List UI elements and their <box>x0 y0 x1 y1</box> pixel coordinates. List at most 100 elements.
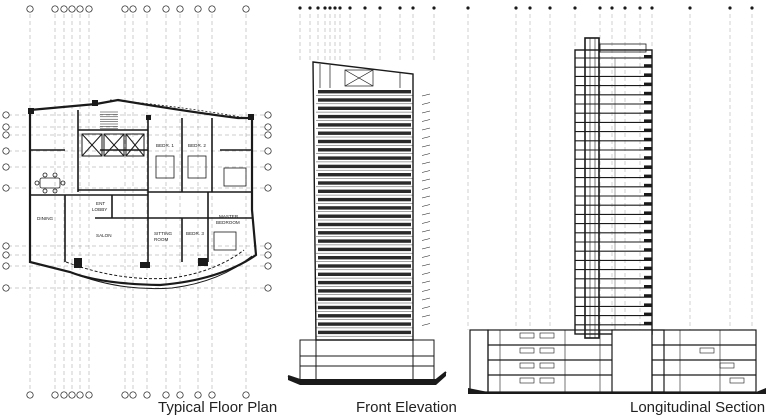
plan-grid-bubble-top <box>242 5 250 13</box>
plan-interior-walls <box>30 110 252 262</box>
elevation-floor-band <box>318 289 411 293</box>
plan-grid-bubble-top <box>162 5 170 13</box>
plan-stair-treads <box>100 111 118 130</box>
section-balcony-edge <box>644 101 652 104</box>
plan-grid-bubble-left <box>2 184 10 192</box>
section-parked-car <box>519 347 535 354</box>
room-label-lobby: LOBBY <box>92 207 107 212</box>
elevation-floor-band <box>318 314 411 318</box>
elevation-side-tick <box>421 280 431 284</box>
plan-grid-bubble-right <box>264 123 272 131</box>
section-balcony-edge <box>644 303 652 307</box>
plan-grid-bubble-top <box>143 5 151 13</box>
plan-grid-bubble-top <box>208 5 216 13</box>
elevation-grid-mark <box>333 6 337 10</box>
section-balcony-edge <box>644 156 652 160</box>
section-parked-car <box>729 377 745 384</box>
elevation-side-tick <box>421 187 431 190</box>
plan-room-labels: BEDR. 1 BEDR. 2 ENT LOBBY DINING MASTER … <box>37 143 240 242</box>
elevation-side-tick <box>421 212 431 216</box>
plan-vertical-gridlines <box>26 5 250 399</box>
plan-core <box>81 111 145 157</box>
plan-grid-bubble-left <box>2 123 10 131</box>
elevation-floor-band <box>318 106 411 110</box>
section-roof-structure <box>599 43 647 53</box>
section-grid-mark <box>650 6 654 10</box>
elevation-floor-band <box>318 189 411 193</box>
elevation-side-tick <box>421 221 431 224</box>
section-grid-mark <box>514 6 518 10</box>
plan-grid-bubble-bottom <box>242 391 250 399</box>
section-balcony-edge <box>644 239 652 242</box>
section-grid-mark <box>528 6 532 10</box>
section-foundation-left <box>469 329 489 393</box>
elevation-floor-band <box>318 148 411 152</box>
elevation-side-tick <box>421 246 431 250</box>
section-balcony-edge <box>644 110 652 114</box>
elevation-floor-band <box>318 297 411 301</box>
plan-dining-table <box>34 172 66 194</box>
room-label-bedroom: BEDROOM <box>216 220 240 225</box>
section-parked-car <box>519 332 535 339</box>
room-label-ent: ENT <box>96 201 105 206</box>
elevation-grid-mark <box>411 6 415 10</box>
section-podium-details <box>499 330 745 392</box>
elevation-side-tick <box>421 238 431 241</box>
room-label-salon: SALON <box>96 233 112 238</box>
longitudinal-section <box>466 6 766 394</box>
elevation-floor-band <box>318 164 411 169</box>
elevation-floor-band <box>318 231 411 235</box>
elevation-floor-band <box>318 272 411 276</box>
section-balcony-edge <box>644 55 652 58</box>
section-balcony-edge <box>644 183 652 187</box>
section-grid-mark <box>623 6 627 10</box>
elevation-floor-band <box>318 156 411 160</box>
elevation-ground <box>287 371 447 381</box>
elevation-side-tick <box>421 144 431 148</box>
plan-grid-bubble-top <box>26 5 34 13</box>
plan-grid-bubble-right <box>264 184 272 192</box>
plan-grid-bubble-left <box>2 284 10 292</box>
elevation-side-tick <box>421 127 431 131</box>
elevation-side-tick <box>421 263 431 267</box>
plan-grid-bubble-left <box>2 262 10 270</box>
elevation-floor-band <box>318 322 411 326</box>
plan-grid-bubble-right <box>264 251 272 259</box>
section-balcony-edge <box>644 128 652 132</box>
elevation-roof <box>319 64 401 88</box>
elevation-side-tick <box>421 93 431 97</box>
section-balcony-edge <box>644 91 652 95</box>
elevation-floor-band <box>318 139 411 144</box>
room-label-bedr3: BEDR. 3 <box>186 231 204 236</box>
section-balcony-edge <box>644 229 652 233</box>
section-balcony-edge <box>644 285 652 288</box>
elevation-side-tick <box>421 170 431 173</box>
room-label-bedr2: BEDR. 2 <box>188 143 206 148</box>
section-balcony-edge <box>644 193 652 196</box>
longitudinal-section-caption: Longitudinal Section <box>630 399 766 416</box>
elevation-floor-band <box>318 173 411 177</box>
room-label-room: ROOM <box>154 237 168 242</box>
room-label-sitting: SITTING <box>154 231 173 236</box>
section-balcony-edge <box>644 165 652 169</box>
elevation-side-tick <box>421 272 431 275</box>
plan-horizontal-gridlines <box>2 111 272 292</box>
elevation-floor-bands <box>316 90 413 337</box>
section-balcony-edge <box>644 174 652 178</box>
section-balcony-edge <box>644 73 652 77</box>
plan-grid-bubble-bottom <box>85 391 93 399</box>
elevation-grid-mark <box>432 6 436 10</box>
plan-grid-bubble-bottom <box>176 391 184 399</box>
plan-grid-bubble-bottom <box>76 391 84 399</box>
elevation-floor-band <box>318 214 411 218</box>
section-balcony-edge <box>644 147 652 150</box>
section-balcony-edge <box>644 275 652 279</box>
section-balcony-edge <box>644 220 652 224</box>
plan-grid-bubble-top <box>85 5 93 13</box>
room-label-dining: DINING <box>37 216 54 221</box>
plan-grid-bubble-top <box>129 5 137 13</box>
plan-grid-bubble-bottom <box>26 391 34 399</box>
plan-grid-bubble-right <box>264 147 272 155</box>
elevation-grid-mark <box>323 6 327 10</box>
